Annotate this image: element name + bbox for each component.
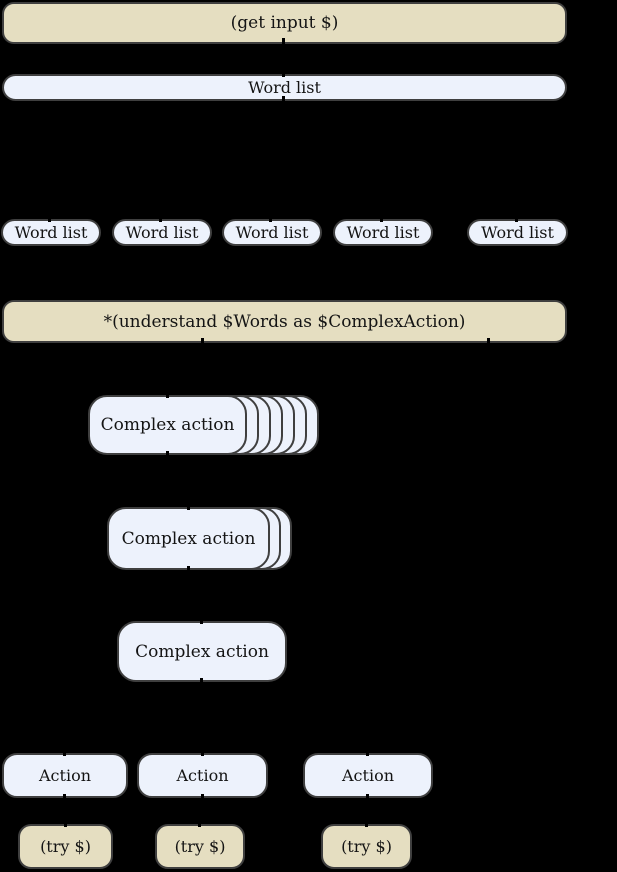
- connector-stub: [63, 794, 66, 803]
- connector-stub: [63, 749, 66, 756]
- connector-stub: [487, 338, 490, 348]
- connector-stub: [366, 794, 369, 803]
- node-word-list-item: Word list: [222, 219, 322, 246]
- connector-stub: [282, 68, 285, 77]
- connector-stub: [366, 749, 369, 756]
- node-complex-action-stack-large: Complex action: [88, 395, 247, 455]
- connector-stub: [166, 451, 169, 461]
- connector-stub: [48, 213, 51, 222]
- node-complex-action: Complex action: [117, 621, 287, 682]
- connector-stub: [200, 616, 203, 624]
- node-word-list-item: Word list: [112, 219, 212, 246]
- node-action: Action: [137, 753, 268, 798]
- node-try: (try $): [18, 824, 113, 869]
- connector-stub: [201, 749, 204, 756]
- node-word-list-item: Word list: [467, 219, 568, 246]
- connector-stub: [187, 502, 190, 510]
- connector-stub: [282, 38, 285, 48]
- connector-stub: [365, 820, 368, 827]
- node-get-input: (get input $): [2, 2, 567, 44]
- connector-stub: [187, 566, 190, 576]
- connector-stub: [159, 213, 162, 222]
- connector-stub: [380, 213, 383, 222]
- node-action: Action: [303, 753, 433, 798]
- connector-stub: [201, 794, 204, 803]
- node-word-list-item: Word list: [1, 219, 101, 246]
- connector-stub: [166, 390, 169, 398]
- node-understand: *(understand $Words as $ComplexAction): [2, 300, 567, 343]
- connector-stub: [201, 338, 204, 348]
- connector-stub: [200, 678, 203, 688]
- connector-stub: [64, 820, 67, 827]
- node-complex-action-stack-small: Complex action: [107, 507, 270, 570]
- connector-stub: [269, 213, 272, 222]
- node-action: Action: [2, 753, 128, 798]
- node-word-list-item: Word list: [333, 219, 433, 246]
- connector-stub: [282, 96, 285, 106]
- node-try: (try $): [155, 824, 245, 869]
- connector-stub: [515, 213, 518, 222]
- node-try: (try $): [321, 824, 412, 869]
- connector-stub: [198, 820, 201, 827]
